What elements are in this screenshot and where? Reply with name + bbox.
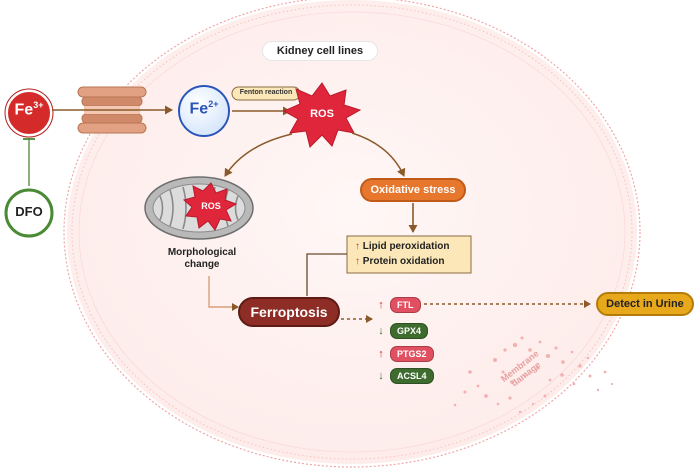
fe3-symbol: Fe	[14, 101, 34, 119]
dfo-molecule	[4, 188, 54, 238]
oxidative-stress-label: Oxidative stress	[370, 184, 456, 196]
fenton-reaction-label: Fenton reaction	[239, 89, 293, 96]
fe3-charge: 3+	[33, 100, 44, 110]
protein-oxidation-item: ↑ Protein oxidation	[355, 256, 444, 268]
protein-oxidation-label: Protein oxidation	[362, 256, 445, 267]
morphological-change-line2: change	[184, 258, 220, 270]
cell-title-badge: Kidney cell lines	[262, 41, 378, 61]
ros-starburst	[282, 82, 362, 148]
fe2-label: Fe2+	[180, 99, 228, 119]
oxidative-stress-node: Oxidative stress	[360, 178, 466, 202]
marker-direction-icon: ↓	[378, 325, 384, 337]
dfo-label: DFO	[15, 204, 43, 219]
kidney-cell	[63, 0, 641, 468]
detect-in-urine-label: Detect in Urine	[606, 298, 684, 310]
marker-label: PTGS2	[390, 346, 434, 362]
fe3-ion	[4, 88, 54, 138]
morphological-change-line1: Morphological	[167, 247, 237, 258]
oxidation-effects-box	[346, 235, 472, 274]
up-arrow-icon: ↑	[355, 241, 360, 252]
marker-gpx4: ↓ GPX4	[377, 323, 429, 339]
cell-title: Kidney cell lines	[276, 45, 364, 57]
marker-label: GPX4	[390, 323, 429, 339]
mito-ros-label: ROS	[201, 201, 221, 211]
marker-label: ACSL4	[390, 368, 434, 384]
marker-direction-icon: ↓	[378, 370, 384, 382]
ros-to-oxidative-stress-arrow	[351, 132, 406, 177]
fe2-symbol: Fe	[189, 100, 209, 118]
marker-ptgs2: ↑ PTGS2	[377, 346, 434, 362]
fe3-label: Fe3+	[7, 100, 51, 120]
membrane-damage-dots	[453, 336, 614, 414]
up-arrow-icon: ↑	[355, 256, 360, 267]
marker-direction-icon: ↑	[378, 299, 384, 311]
lipid-peroxidation-item: ↑ Lipid peroxidation	[355, 241, 449, 253]
marker-label: FTL	[390, 297, 421, 313]
ferroptosis-label: Ferroptosis	[250, 304, 328, 320]
mito-ros-starburst	[182, 182, 238, 231]
fe2-charge: 2+	[208, 99, 219, 109]
marker-ftl: ↑ FTL	[377, 297, 421, 313]
marker-direction-icon: ↑	[378, 348, 384, 360]
ros-label: ROS	[310, 108, 334, 120]
ros-to-mitochondria-arrow	[224, 133, 293, 177]
effects-to-ferroptosis-connector	[306, 253, 347, 296]
detect-in-urine-node: Detect in Urine	[596, 292, 694, 316]
lipid-peroxidation-label: Lipid peroxidation	[362, 241, 450, 252]
morphology-to-ferroptosis-arrow	[208, 276, 239, 311]
marker-acsl4: ↓ ACSL4	[377, 368, 434, 384]
morphological-change-label: Morphological change	[156, 247, 248, 270]
fe2-ion	[178, 85, 230, 137]
ferroptosis-node: Ferroptosis	[238, 297, 340, 327]
